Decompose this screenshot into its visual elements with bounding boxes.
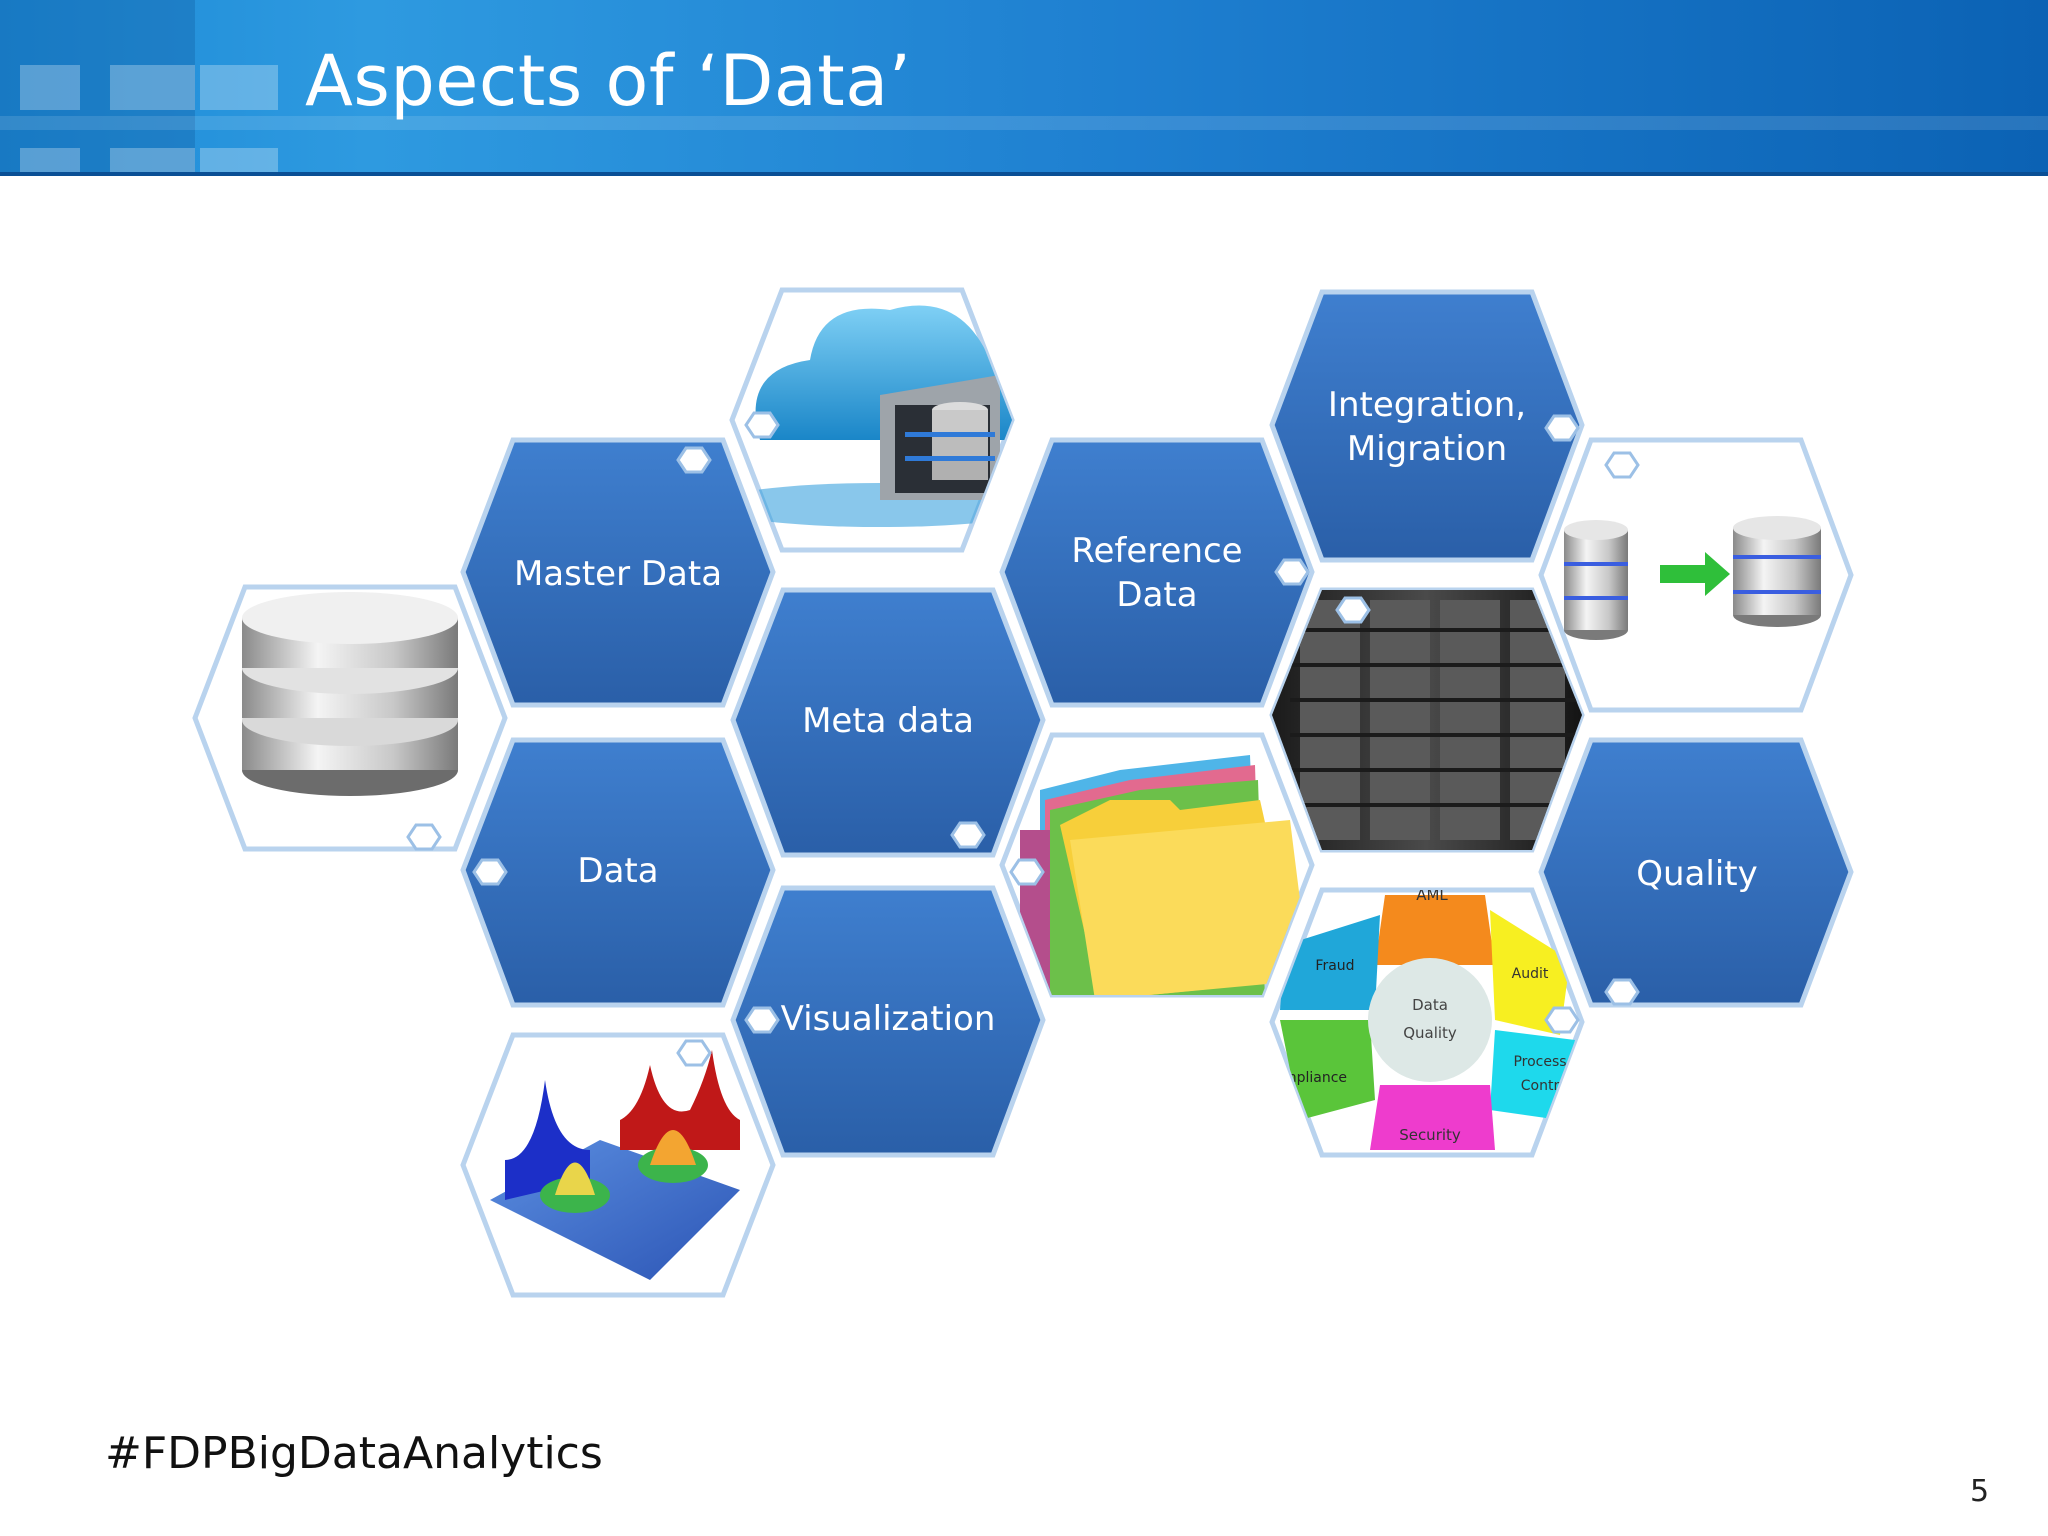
header-accent-strip — [0, 0, 195, 176]
connector-node — [406, 823, 442, 851]
3d-surface-plot-image — [460, 1032, 776, 1298]
connector-node — [1544, 414, 1580, 442]
connector-node — [1274, 558, 1310, 586]
hex-label-meta-data: Meta data — [802, 701, 974, 741]
header-square-decoration — [20, 65, 80, 110]
hex-label-reference-data: Data — [1116, 575, 1197, 615]
connector-nodes — [406, 411, 1640, 1067]
hexagon-data: Data — [460, 737, 776, 1008]
hex-label-reference: Reference — [1071, 531, 1242, 571]
connector-node — [1544, 1006, 1580, 1034]
header-square-decoration — [200, 65, 278, 110]
connector-node — [744, 411, 780, 439]
connector-node — [1604, 978, 1640, 1006]
hexagon-integration-migration: Integration, Migration — [1269, 289, 1585, 563]
header-square-decoration — [20, 148, 80, 176]
slide-header: Aspects of ‘Data’ — [0, 0, 2048, 176]
puzzle-label-process: Process — [1513, 1054, 1566, 1070]
cloud-database-icon — [729, 287, 1015, 553]
database-icon — [192, 584, 508, 852]
puzzle-label-quality: Quality — [1403, 1024, 1457, 1042]
slide-title: Aspects of ‘Data’ — [305, 40, 912, 122]
connector-node — [1009, 858, 1045, 886]
puzzle-label-fraud: Fraud — [1315, 958, 1354, 974]
hashtag-footer: #FDPBigDataAnalytics — [105, 1428, 603, 1479]
file-folders-image — [999, 732, 1315, 998]
puzzle-label-control: Contr — [1521, 1078, 1560, 1094]
hex-label-master-data: Master Data — [514, 554, 722, 594]
server-rack-image — [1269, 587, 1585, 853]
connector-node — [950, 821, 986, 849]
hex-label-visualization: Visualization — [781, 999, 996, 1039]
header-stripe — [0, 116, 2048, 130]
hex-label-data: Data — [577, 851, 658, 891]
connector-node — [744, 1006, 780, 1034]
puzzle-label-security: Security — [1399, 1126, 1461, 1144]
puzzle-label-data: Data — [1412, 996, 1448, 1014]
hexagon-meta-data: Meta data — [730, 587, 1046, 858]
hexagon-reference-data: Reference Data — [999, 437, 1315, 708]
database-migration-icon — [1538, 437, 1854, 713]
hex-label-migration: Migration — [1347, 429, 1507, 469]
header-square-decoration — [200, 148, 278, 176]
connector-node — [1335, 596, 1371, 624]
puzzle-label-compliance: mpliance — [1283, 1070, 1347, 1086]
page-number: 5 — [1970, 1474, 1990, 1509]
connector-node — [676, 446, 712, 474]
puzzle-label-aml: AML — [1416, 886, 1448, 904]
hex-label-quality: Quality — [1636, 854, 1758, 894]
hexagon-visualization: Visualization — [730, 885, 1046, 1158]
connector-node — [676, 1039, 712, 1067]
puzzle-label-audit: Audit — [1512, 966, 1549, 982]
connector-node — [1604, 451, 1640, 479]
data-quality-puzzle-image: AML Fraud Audit Data Quality mpliance Pr… — [1269, 886, 1585, 1158]
connector-node — [472, 858, 508, 886]
header-square-decoration — [110, 148, 195, 176]
hex-label-integration: Integration, — [1328, 385, 1526, 425]
header-divider — [0, 172, 2048, 176]
hexagon-quality: Quality — [1538, 737, 1854, 1008]
header-square-decoration — [110, 65, 195, 110]
hexagon-master-data: Master Data — [460, 437, 776, 708]
